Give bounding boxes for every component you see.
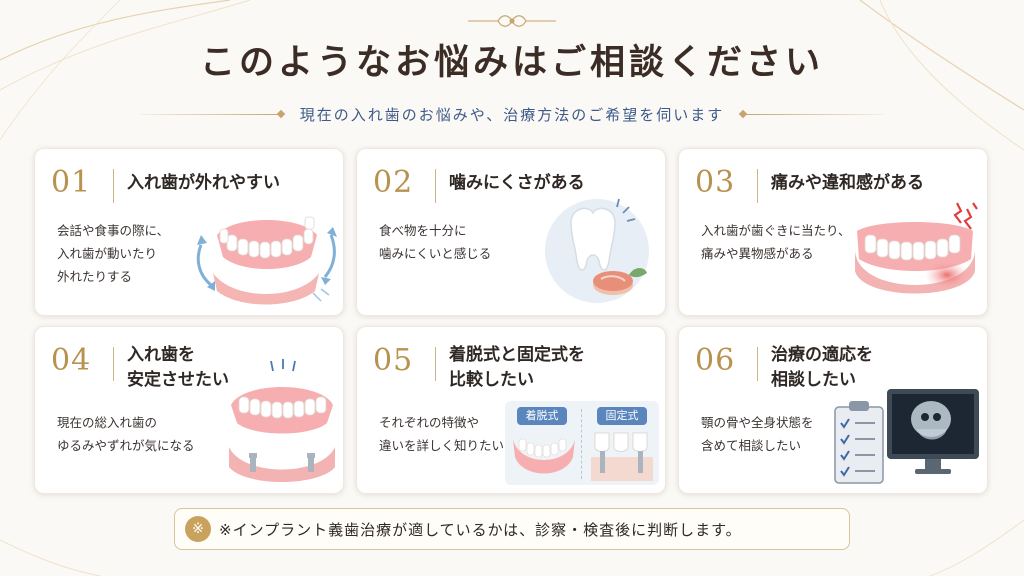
card-number: 03: [695, 165, 736, 200]
card-description: 顎の骨や全身状態を 含めて相談したい: [701, 415, 814, 453]
card-title: 治療の適応を 相談したい: [771, 345, 873, 390]
disclaimer-note: ※ ※インプラント義歯治療が適しているかは、診察・検査後に判断します。: [174, 508, 850, 550]
implant-denture-icon: [229, 359, 335, 482]
card-title: 入れ歯が外れやすい: [127, 173, 280, 193]
loose-denture-icon: [196, 216, 337, 305]
card-title: 痛みや違和感がある: [771, 173, 924, 193]
removable-denture-icon: [513, 438, 575, 474]
denture-comparison-panel: 着脱式 固定式: [505, 401, 659, 485]
concern-card-06: 06 治療の適応を 相談したい 顎の骨や全身状態を 含めて相談したい: [678, 326, 988, 494]
fixed-implant-icon: [591, 432, 653, 481]
concern-card-02: 02 噛みにくさがある 食べ物を十分に 噛みにくいと感じる: [356, 148, 666, 316]
card-divider: [113, 169, 114, 203]
card-description: 現在の総入れ歯の ゆるみやずれが気になる: [57, 415, 195, 453]
painful-gum-icon: [855, 202, 978, 294]
subtitle-row: 現在の入れ歯のお悩みや、治療方法のご希望を伺います: [140, 102, 884, 126]
fixed-label: 固定式: [597, 407, 647, 425]
subtitle-divider-left: [140, 113, 282, 115]
card-divider: [757, 169, 758, 203]
card-description: 会話や食事の際に、 入れ歯が動いたり 外れたりする: [57, 223, 170, 284]
concern-card-04: 04 入れ歯を 安定させたい 現在の総入れ歯の ゆるみやずれが気になる: [34, 326, 344, 494]
card-divider: [435, 347, 436, 381]
concern-card-03: 03 痛みや違和感がある 入れ歯が歯ぐきに当たり、 痛みや異物感がある: [678, 148, 988, 316]
concern-card-01: 01 入れ歯が外れやすい 会話や食事の際に、 入れ歯が動いたり 外れたりする: [34, 148, 344, 316]
card-number: 02: [373, 165, 414, 200]
ornament-icon: [468, 15, 556, 27]
subtitle-divider-right: [742, 113, 884, 115]
card-divider: [113, 347, 114, 381]
checklist-xray-icon: [834, 389, 979, 484]
removable-label: 着脱式: [517, 407, 567, 425]
card-divider: [757, 347, 758, 381]
card-description: 食べ物を十分に 噛みにくいと感じる: [379, 223, 492, 261]
card-number: 05: [373, 343, 414, 378]
card-description: それぞれの特徴や 違いを詳しく知りたい: [379, 415, 505, 453]
card-number: 06: [695, 343, 736, 378]
card-description: 入れ歯が歯ぐきに当たり、 痛みや異物感がある: [701, 223, 851, 261]
card-number: 04: [51, 343, 92, 378]
card-title: 着脱式と固定式を 比較したい: [449, 345, 585, 390]
concern-card-05: 05 着脱式と固定式を 比較したい それぞれの特徴や 違いを詳しく知りたい 着脱…: [356, 326, 666, 494]
comparison-divider: [581, 409, 582, 479]
page-title: このようなお悩みはご相談ください: [199, 42, 824, 83]
disclaimer-text: ※インプラント義歯治療が適しているかは、診察・検査後に判断します。: [219, 520, 742, 539]
reference-mark-icon: ※: [185, 516, 211, 542]
card-title: 入れ歯を 安定させたい: [127, 345, 229, 390]
page-subtitle: 現在の入れ歯のお悩みや、治療方法のご希望を伺います: [299, 105, 725, 124]
card-number: 01: [51, 165, 92, 200]
card-divider: [435, 169, 436, 203]
tooth-and-meat-icon: [545, 198, 649, 303]
card-title: 噛みにくさがある: [449, 173, 585, 193]
